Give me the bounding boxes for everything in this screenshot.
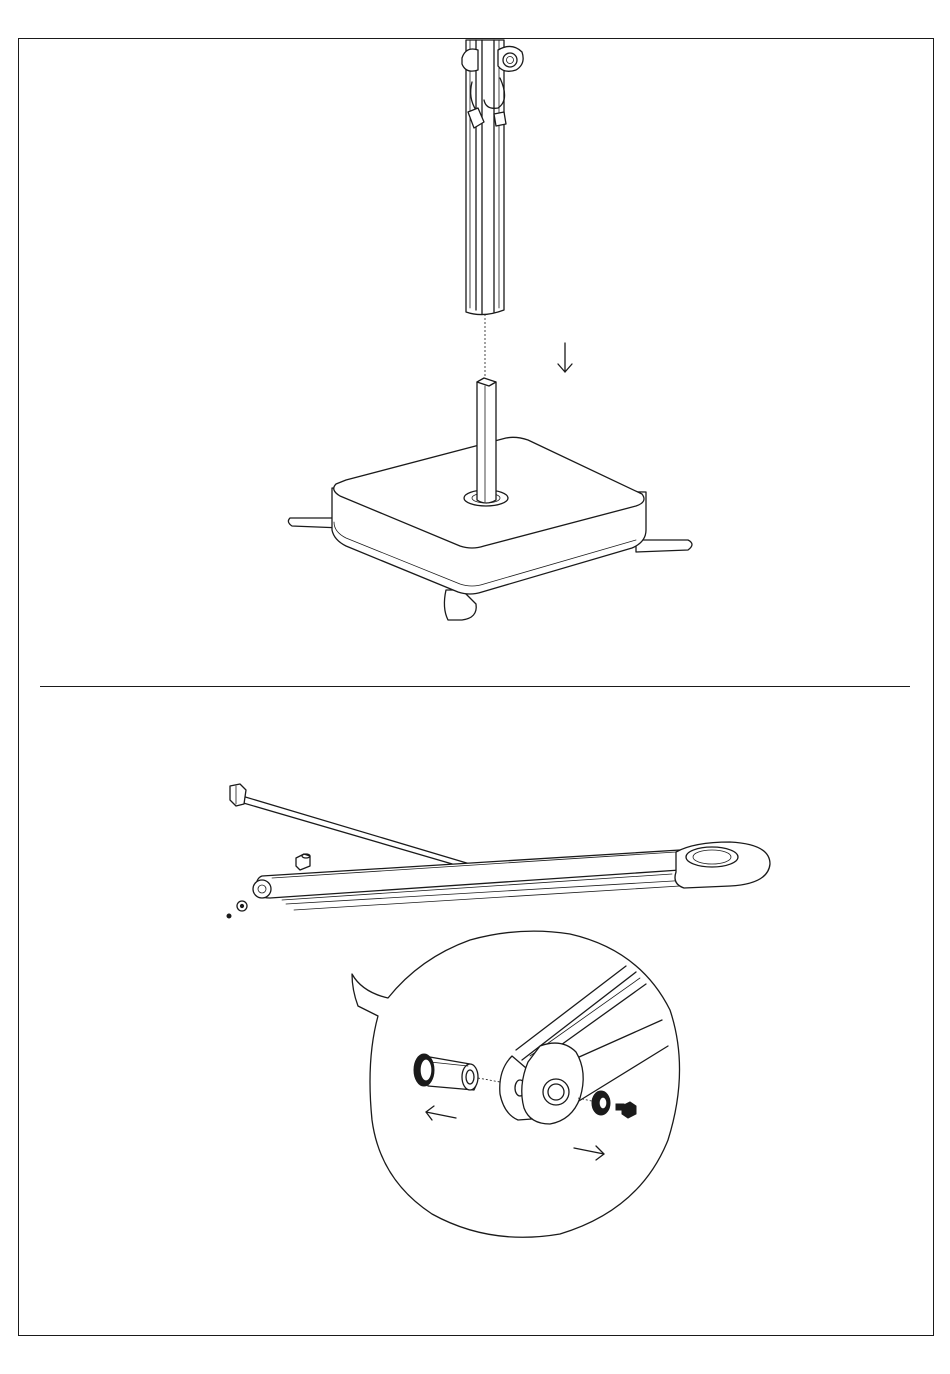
support-strut — [230, 784, 470, 868]
washer-large — [592, 1091, 610, 1115]
lower-pole-stub — [477, 378, 496, 503]
main-arm — [253, 842, 770, 910]
arrow-down-icon — [558, 343, 572, 372]
upper-pole — [462, 40, 523, 315]
step-2-illustration — [227, 784, 770, 1237]
detail-callout — [352, 931, 680, 1237]
screw-small — [227, 914, 231, 918]
bushing-small — [296, 854, 310, 870]
washer-small — [237, 901, 247, 911]
step-1-illustration — [288, 40, 692, 620]
